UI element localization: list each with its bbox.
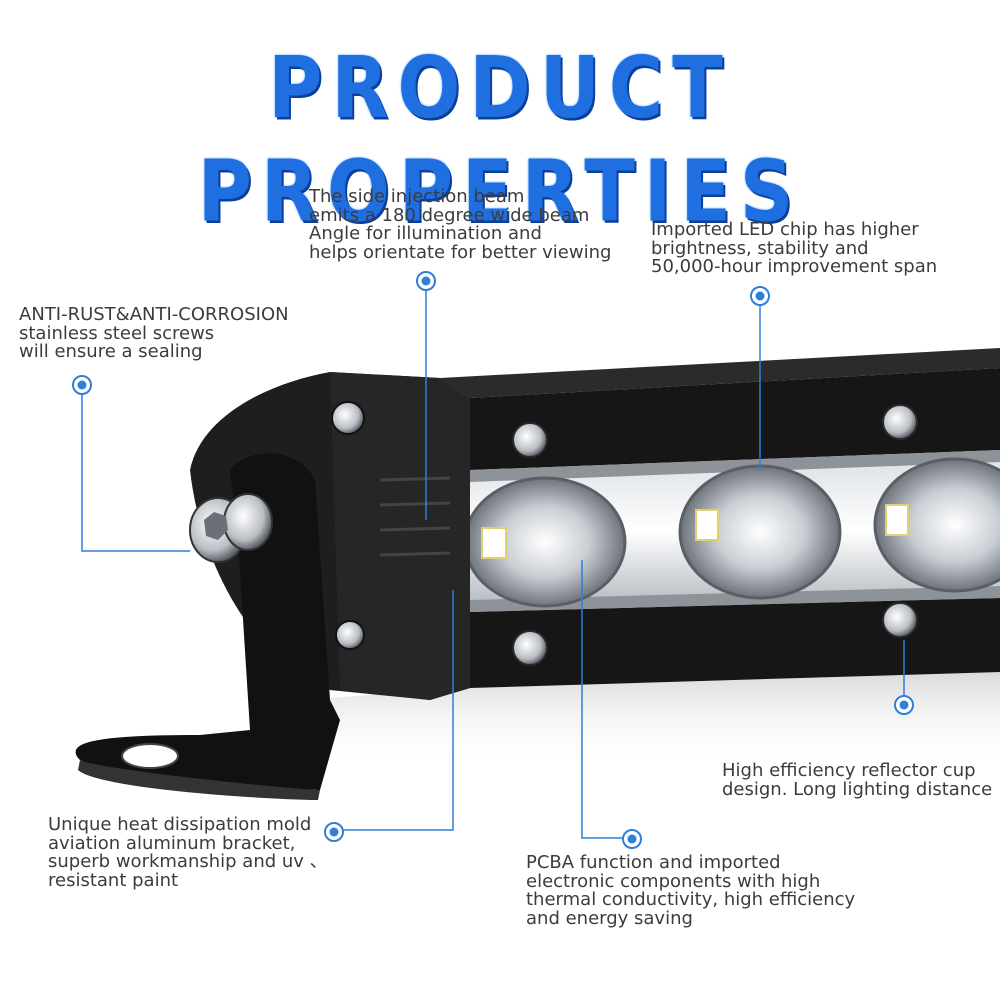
callout-line: resistant paint xyxy=(48,869,179,891)
callout-line: Unique heat dissipation mold xyxy=(48,814,312,835)
callout-line: superb workmanship and uv 、 xyxy=(48,851,328,872)
callout-anti-rust: ANTI-RUST&ANTI-CORROSION stainless steel… xyxy=(19,304,289,362)
page-title: PRODUCT PROPERTIES xyxy=(197,38,803,242)
callout-line: emits a 180 degree wide beam xyxy=(309,204,590,226)
callout-line: aviation aluminum bracket, xyxy=(48,832,296,854)
callout-line: and energy saving xyxy=(526,907,693,929)
callout-line: Angle for illumination and xyxy=(309,223,542,244)
callout-line: stainless steel screws xyxy=(19,322,215,344)
callout-side-injection-beam: The side injection beam emits a 180 degr… xyxy=(309,186,612,263)
callout-heat-dissipation: Unique heat dissipation mold aviation al… xyxy=(48,814,328,891)
callout-led-chip: Imported LED chip has higher brightness,… xyxy=(651,219,938,277)
callout-line: will ensure a sealing xyxy=(19,341,203,362)
callout-line: Imported LED chip has higher xyxy=(651,219,919,240)
callout-line: The side injection beam xyxy=(309,186,525,207)
callout-pcba: PCBA function and imported electronic co… xyxy=(526,852,856,929)
callout-line: High efficiency reflector cup xyxy=(722,760,976,781)
callout-line: brightness, stability and xyxy=(651,237,869,259)
callout-line: 50,000-hour improvement span xyxy=(651,256,938,277)
reflector-cups xyxy=(463,457,1000,608)
callout-line: helps orientate for better viewing xyxy=(309,241,612,263)
callout-line: design. Long lighting distance xyxy=(722,778,993,800)
callout-line: PCBA function and imported xyxy=(526,852,781,873)
callout-reflector-cup: High efficiency reflector cup design. Lo… xyxy=(722,760,993,800)
callout-line: thermal conductivity, high efficiency xyxy=(526,889,856,910)
callout-line: ANTI-RUST&ANTI-CORROSION xyxy=(19,304,289,325)
callout-line: electronic components with high xyxy=(526,870,821,892)
